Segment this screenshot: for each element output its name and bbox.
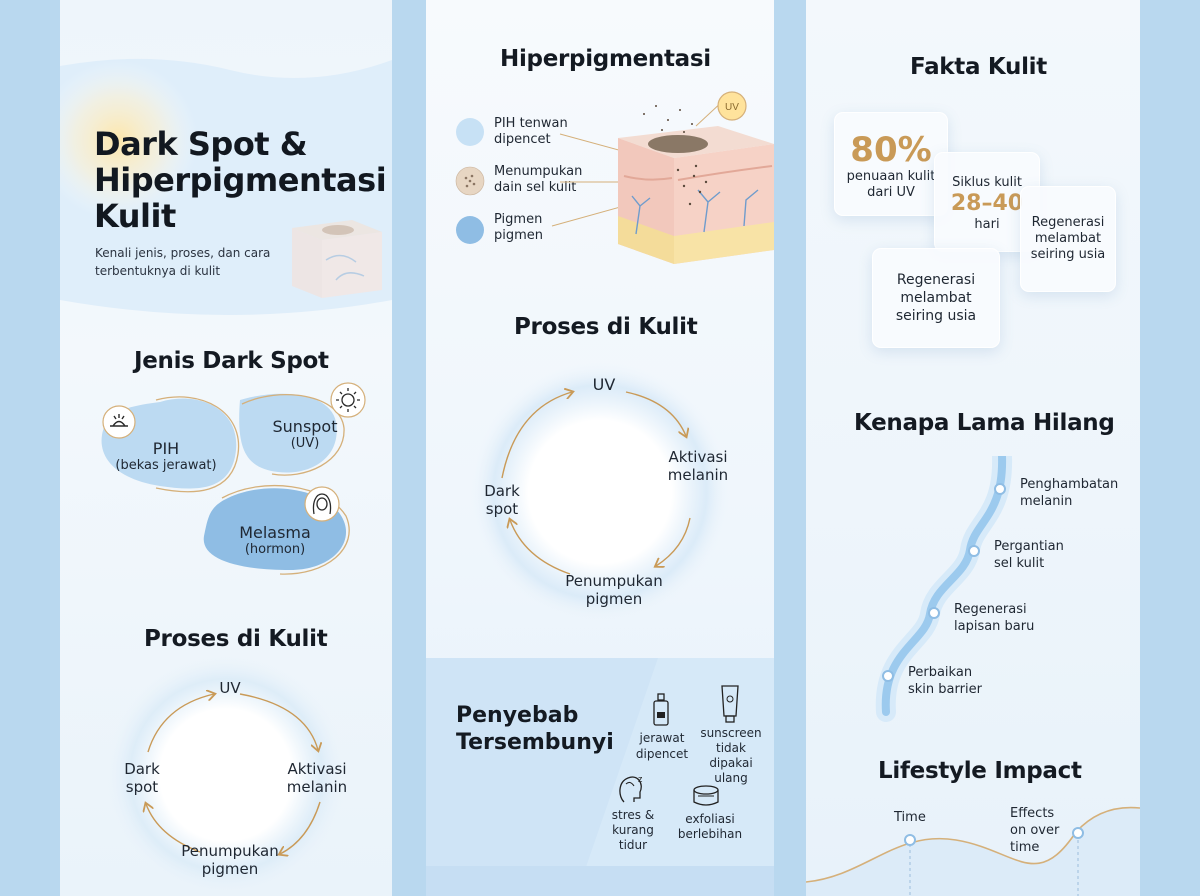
step-dot-2 [968,545,980,557]
process-title-middle: Proses di Kulit [514,314,698,340]
time-label: Time [894,810,926,825]
hero-title: Dark Spot & Hiperpigmentasi Kulit [94,125,387,235]
panel-left-background [60,58,392,895]
hyper-title: Hiperpigmentasi [500,46,711,72]
legend-swatches [455,118,485,244]
fact-card-regen-1: Regenerasi melambat seiring usia [1020,186,1116,292]
panel-right: Fakta Kulit 80% penuaan kulit dari UV Si… [806,0,1140,896]
serum-bottle-icon [653,693,669,726]
type-sunspot: Sunspot (UV) [272,417,338,452]
hero-subtitle: Kenali jenis, proses, dan cara terbentuk… [95,246,271,278]
skin-block-illustration [292,220,382,298]
pimple-icon [102,405,136,439]
uv-badge: UV [725,102,739,113]
lifestyle-wave-illustration [806,806,1140,896]
process-title-left: Proses di Kulit [144,626,328,652]
lifestyle-title: Lifestyle Impact [878,758,1082,784]
step-dot-1 [994,483,1006,495]
cycle-uv-left: UV [219,679,241,697]
step-dot-3 [928,607,940,619]
fact-card-regen-2: Regenerasi melambat seiring usia [872,248,1000,348]
why-title: Kenapa Lama Hilang [854,410,1115,436]
wave-dot-time [904,834,916,846]
sun-icon [330,382,366,418]
fact-card-uv: 80% penuaan kulit dari UV [834,112,948,216]
step-dot-4 [882,670,894,682]
svg-text:z: z [638,774,643,784]
sunscreen-tube-icon [721,685,739,723]
sun-glow [60,60,198,220]
type-pih: PIH (bekas jerawat) [115,439,217,474]
wave-dot-effects [1072,827,1084,839]
panel-left: Dark Spot & Hiperpigmentasi Kulit Kenali… [60,0,392,896]
process-cycle-arrows-middle [501,380,691,575]
cycle-glow [106,655,346,895]
cycle-uv-middle: UV [592,375,616,394]
skin-cross-section-illustration: UV [551,91,774,264]
process-cycle-arrows-left [110,680,350,870]
why-path-illustration [875,456,1013,722]
type-melasma: Melasma (hormon) [239,523,311,558]
panel-middle-background [426,362,774,896]
woman-face-icon [304,486,340,522]
facts-title: Fakta Kulit [910,54,1047,80]
dark-spot-types-blobs [101,393,350,575]
stress-head-icon: z [619,774,643,803]
types-title: Jenis Dark Spot [134,348,329,374]
exfoliant-jar-icon [693,785,719,806]
